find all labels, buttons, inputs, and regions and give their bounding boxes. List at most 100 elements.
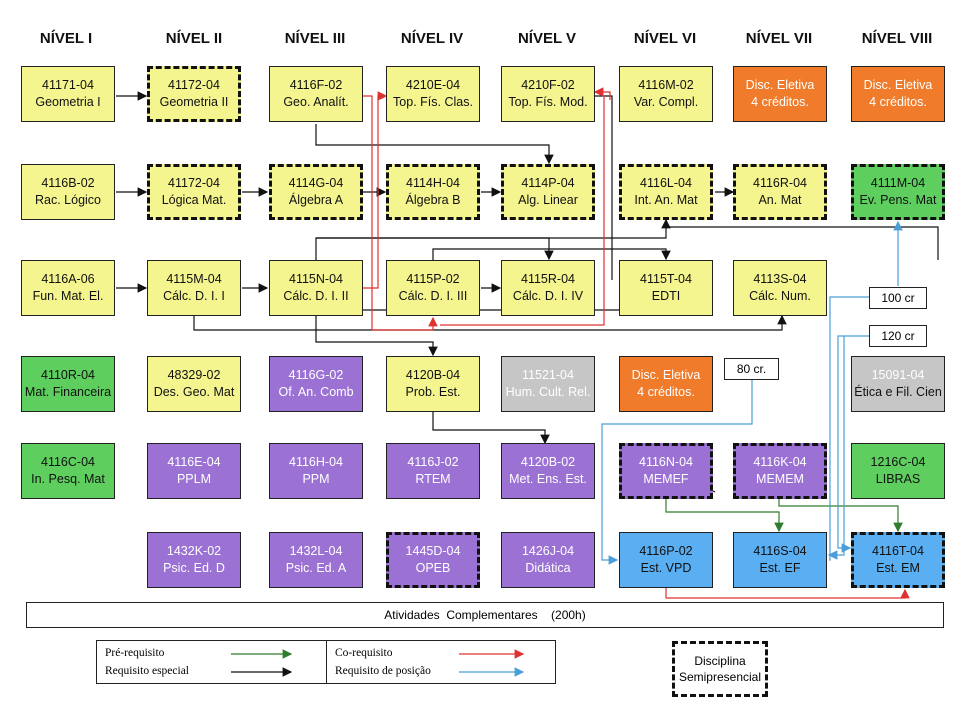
arrow-calc2-probest (315, 316, 438, 357)
course-name: Mat. Financeira (24, 385, 112, 399)
course-name: Álgebra B (405, 193, 461, 207)
course-code: 1432K-02 (166, 544, 222, 558)
course-code: 4120B-02 (520, 455, 576, 469)
course-name: LIBRAS (875, 472, 921, 486)
atividades-complementares: Atividades Complementares (200h) (26, 602, 944, 628)
course-name: MEMEM (756, 472, 804, 486)
arrow-intan-evpens (665, 220, 939, 260)
course-code: 4210E-04 (405, 78, 461, 92)
legend-semi-line2: Semipresencial (678, 670, 762, 684)
course-name: Prob. Est. (405, 385, 461, 399)
legend-arrows (231, 649, 525, 677)
course-name: Fun. Mat. El. (32, 289, 104, 303)
course-code: 4116H-04 (289, 455, 343, 469)
course-code: 4116T-04 (872, 544, 924, 558)
course-code: 4115N-04 (289, 272, 343, 286)
coreq-topmod (440, 96, 605, 326)
coreq-topmod2 (593, 87, 611, 100)
arrow-probest-metens (432, 412, 550, 445)
credit-tag-80: 80 cr. (724, 358, 779, 380)
credit-tag-100: 100 cr (869, 287, 927, 309)
course-name: Hum. Cult. Rel. (505, 385, 591, 399)
course-code: 4116C-04 (41, 455, 95, 469)
course-name: Cálc. D. I. II (283, 289, 349, 303)
arrow-calc1-calcnum (193, 314, 787, 331)
course-name: Met. Ens. Est. (509, 472, 587, 486)
course-code: 4116E-04 (167, 455, 221, 469)
course-name: Est. EM (876, 561, 920, 575)
legend-requisito-posicao: Requisito de posição (335, 665, 431, 677)
course-name: An. Mat (758, 193, 802, 207)
course-name: In. Pesq. Mat (31, 472, 105, 486)
course-name: Didática (525, 561, 571, 575)
arrow-memef-estef (665, 499, 784, 533)
legend-divider (326, 641, 327, 683)
course-name: Lógica Mat. (161, 193, 227, 207)
course-code: Disc. Eletiva (863, 78, 933, 92)
course-name: Est. VPD (640, 561, 692, 575)
course-name: Var. Compl. (633, 95, 699, 109)
pos-100-estef (829, 296, 870, 561)
arrow-calc2-edti (315, 309, 667, 316)
course-code: 4210F-02 (521, 78, 575, 92)
course-name: Ev. Pens. Mat (859, 193, 937, 207)
arrow-geoan-alglin (315, 124, 554, 165)
course-code: 1426J-04 (521, 544, 575, 558)
course-code: 4115R-04 (521, 272, 575, 286)
arrow-calc3-edti (432, 248, 671, 261)
course-code: 4116S-04 (753, 544, 807, 558)
course-code: 41172-04 (168, 176, 220, 190)
course-code: 4114H-04 (406, 176, 460, 190)
course-code: 4120B-04 (405, 368, 461, 382)
level-header-8: NÍVEL VIII (861, 30, 933, 47)
course-code: 1445D-04 (405, 544, 461, 558)
course-code: 4116N-04 (639, 455, 693, 469)
course-code: 41172-04 (168, 78, 220, 92)
